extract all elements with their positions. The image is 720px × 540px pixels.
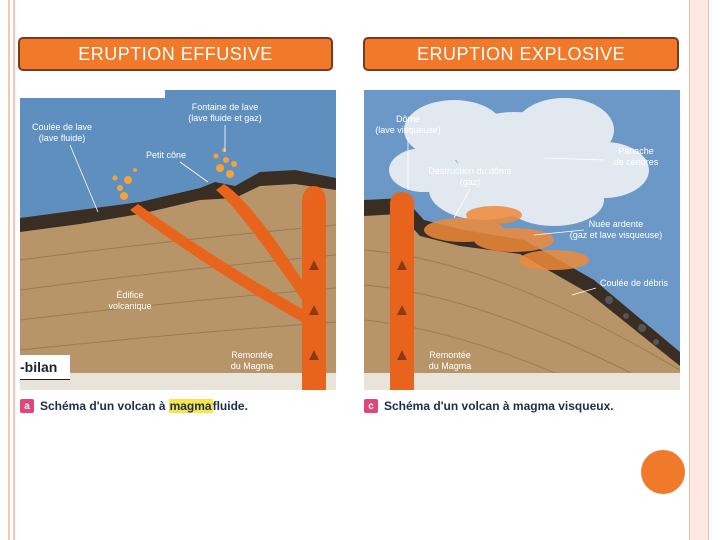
label-coulee-de-lave: Coulée de lave bbox=[32, 122, 92, 132]
caption-badge-c: c bbox=[364, 399, 378, 413]
effusive-volcano-diagram: Coulée de lave (lave fluide) Fontaine de… bbox=[20, 90, 336, 390]
left-frame-line bbox=[8, 0, 10, 540]
label-de-cendres: de cendres bbox=[614, 157, 659, 167]
label-du-magma: du Magma bbox=[231, 361, 274, 371]
label-destruction-dome: Destruction du dôme bbox=[428, 166, 511, 176]
caption-badge-a: a bbox=[20, 399, 34, 413]
caption-effusive-pre: Schéma d'un volcan à bbox=[40, 399, 166, 413]
label-dome: Dôme bbox=[396, 114, 420, 124]
label-nuee-ardente: Nuée ardente bbox=[589, 219, 644, 229]
right-frame-strip bbox=[689, 0, 709, 540]
label-explosive-text: ERUPTION EXPLOSIVE bbox=[417, 44, 625, 65]
label-fontaine-de-lave: Fontaine de lave bbox=[192, 102, 259, 112]
orange-circle-decoration bbox=[641, 450, 685, 494]
label-edifice: Édifice bbox=[116, 290, 143, 300]
label-remontee: Remontée bbox=[231, 350, 273, 360]
bilan-tag: -bilan bbox=[20, 355, 70, 380]
label-dome-sub: (lave visqueuse) bbox=[375, 125, 441, 135]
label-remontee: Remontée bbox=[429, 350, 471, 360]
caption-effusive-post: fluide. bbox=[213, 399, 248, 413]
label-panache: Panache bbox=[618, 146, 654, 156]
label-coulee-sub: (lave fluide) bbox=[39, 133, 86, 143]
main-magma-conduit bbox=[390, 192, 414, 390]
caption-explosive: c Schéma d'un volcan à magma visqueux. bbox=[364, 395, 680, 417]
label-nuee-sub: (gaz et lave visqueuse) bbox=[570, 230, 663, 240]
explosive-volcano-diagram: Dôme (lave visqueuse) Destruction du dôm… bbox=[364, 90, 680, 390]
label-eruption-explosive: ERUPTION EXPLOSIVE bbox=[363, 37, 679, 71]
label-petit-cone: Petit cône bbox=[146, 150, 186, 160]
caption-effusive: a Schéma d'un volcan à magma fluide. bbox=[20, 395, 336, 417]
label-du-magma: du Magma bbox=[429, 361, 472, 371]
label-coulee-debris: Coulée de débris bbox=[600, 278, 669, 288]
caption-explosive-text: Schéma d'un volcan à magma visqueux. bbox=[384, 399, 614, 413]
left-frame-line-inner bbox=[13, 0, 15, 540]
label-volcanique: volcanique bbox=[108, 301, 151, 311]
label-fontaine-sub: (lave fluide et gaz) bbox=[188, 113, 262, 123]
label-destruction-gaz: (gaz) bbox=[460, 177, 481, 187]
label-eruption-effusive: ERUPTION EFFUSIVE bbox=[18, 37, 333, 71]
label-effusive-text: ERUPTION EFFUSIVE bbox=[78, 44, 273, 65]
caption-effusive-highlight: magma bbox=[169, 399, 213, 413]
